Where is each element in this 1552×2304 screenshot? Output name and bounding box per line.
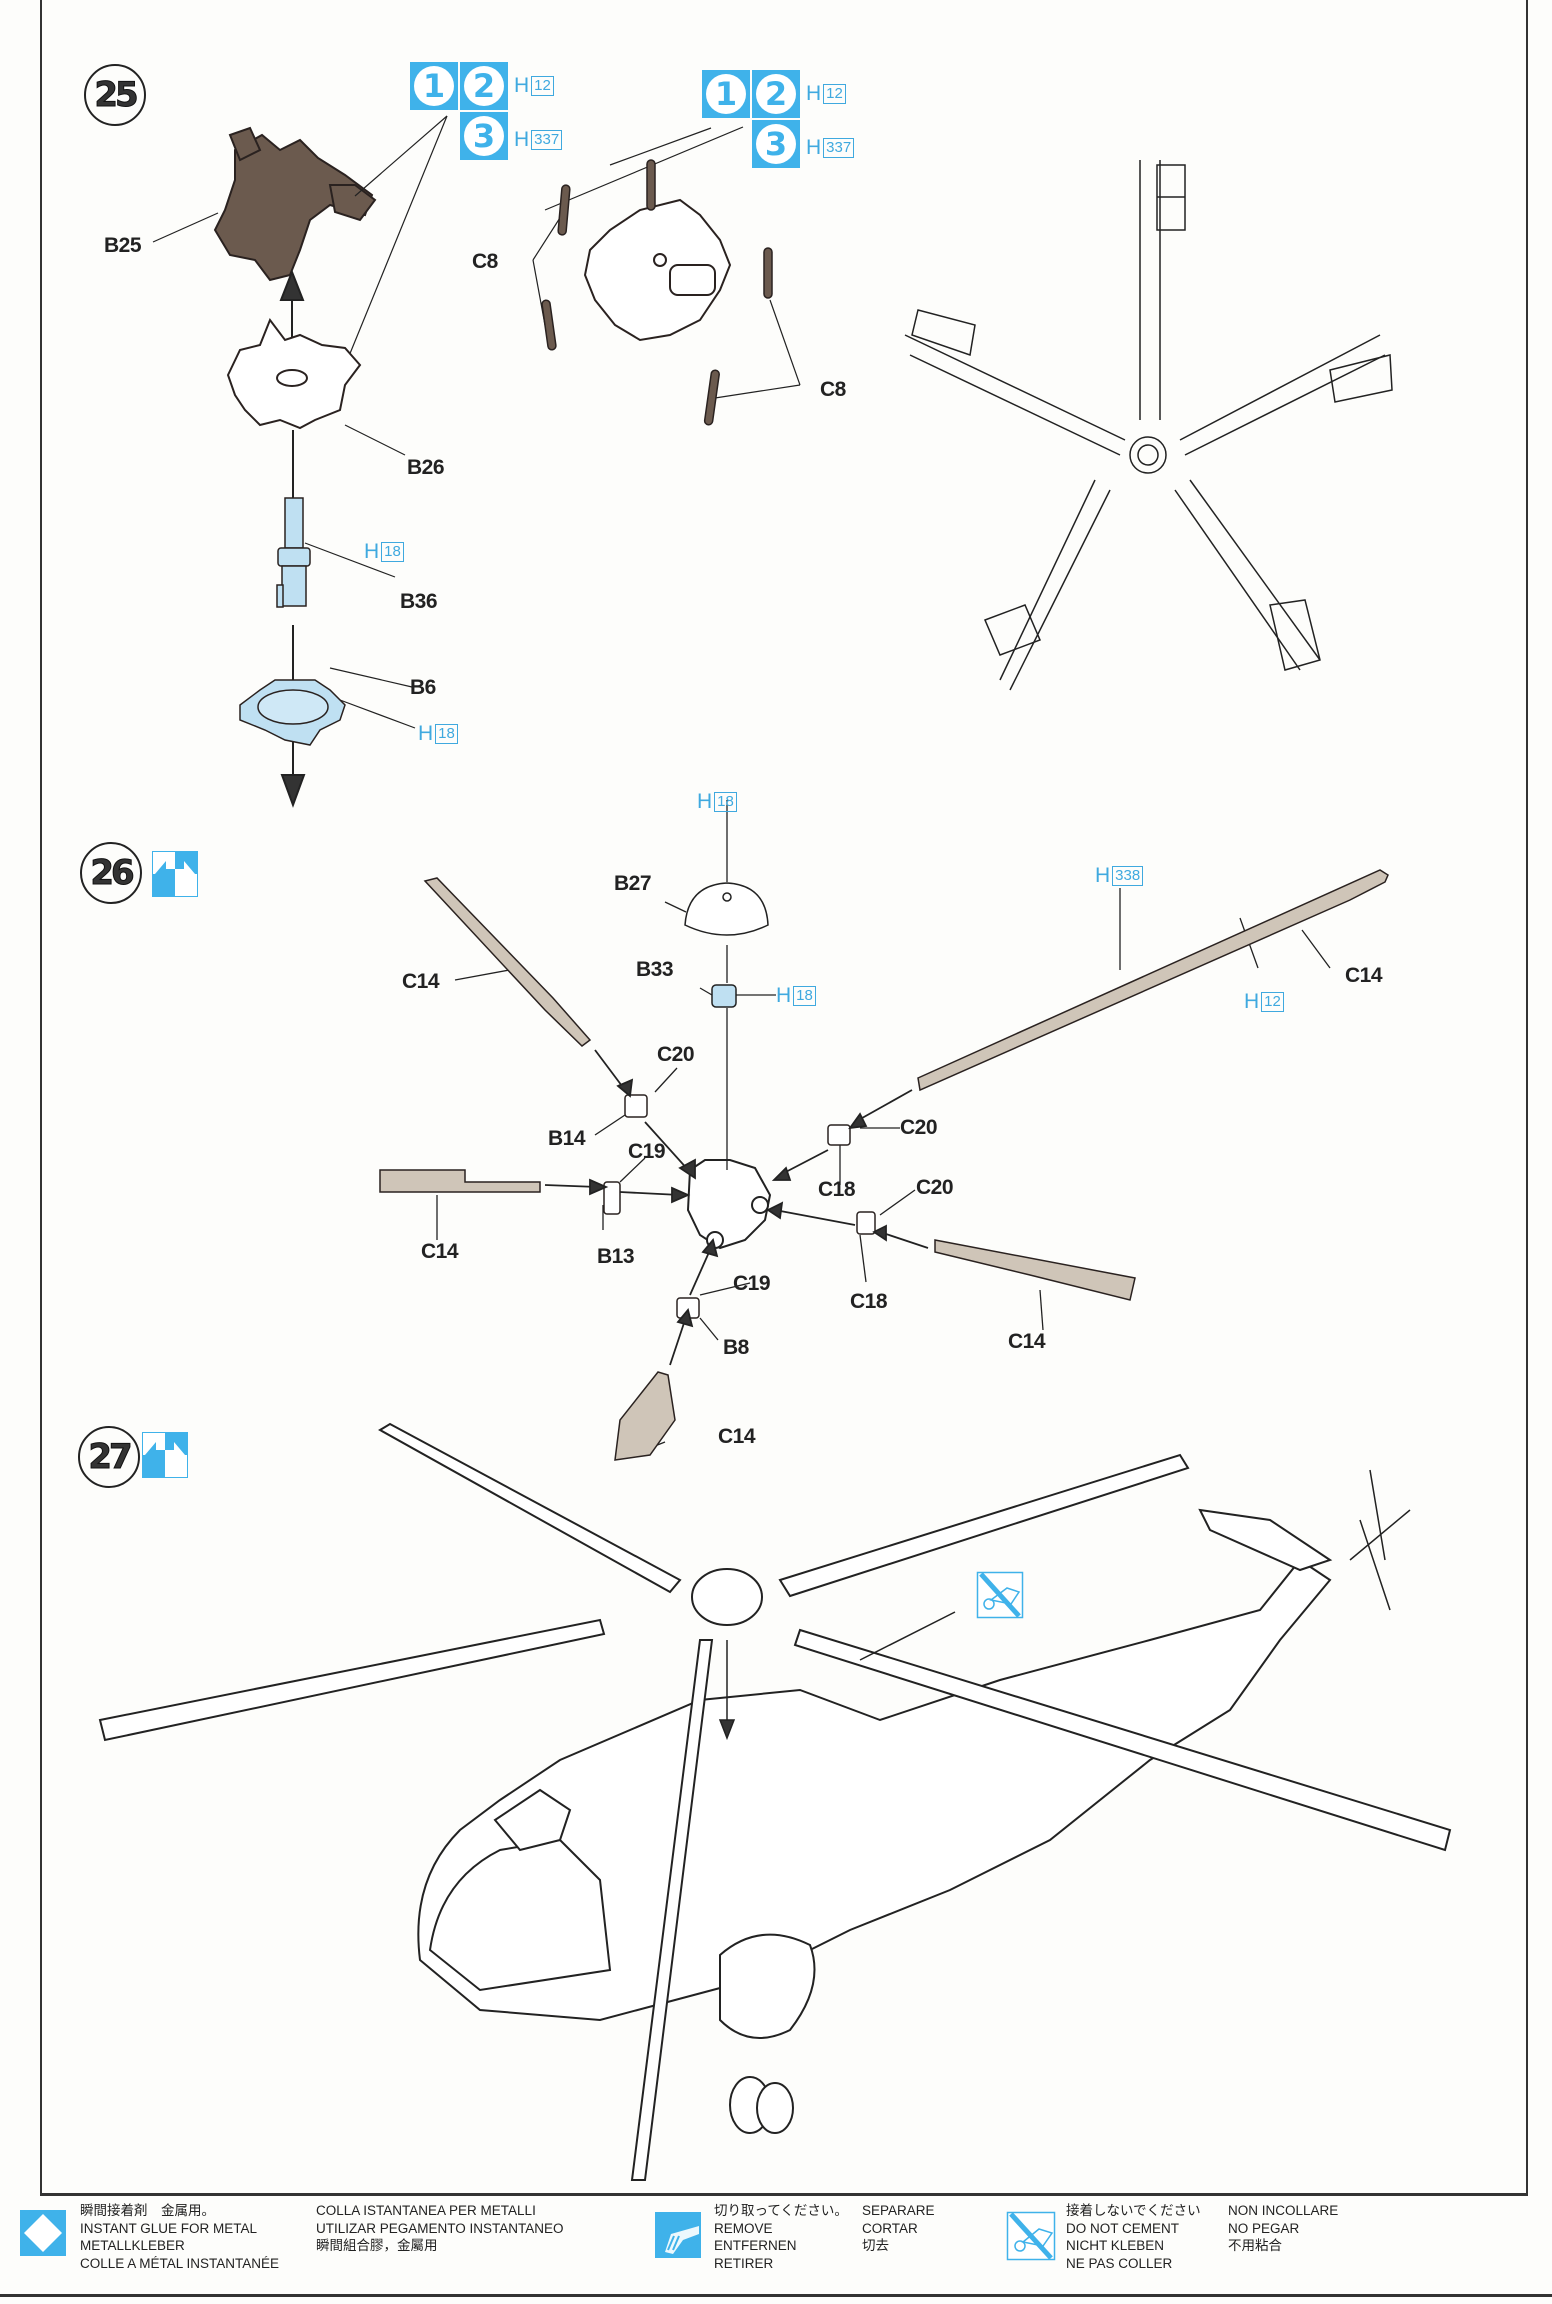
part-label-b6: B6	[410, 676, 436, 699]
part-label-b33: B33	[636, 958, 674, 981]
step-number-27: 27	[78, 1426, 140, 1488]
part-c8-assembly-drawing	[583, 198, 732, 342]
legend-remove-text: 切り取ってください。 REMOVE ENTFERNEN RETIRER	[714, 2203, 848, 2271]
both-sides-icon	[142, 1432, 188, 1478]
part-label-c8: C8	[472, 250, 498, 273]
fuselage-drawing	[417, 1558, 1332, 2022]
step-26-diagram	[379, 800, 1389, 1461]
step-number-26: 26	[80, 842, 142, 904]
step-number-25: 25	[84, 64, 146, 126]
color-chip-3: 3	[752, 120, 800, 168]
color-chip-3: 3	[460, 112, 508, 160]
part-label-b27: B27	[614, 872, 652, 895]
part-label-c20: C20	[657, 1043, 695, 1066]
legend-remove-text-2: SEPARARE CORTAR 切去	[862, 2203, 935, 2253]
rotor-hub-drawing	[686, 1159, 772, 1250]
color-guide-right: 1 2 3	[702, 70, 800, 168]
color-chip-1: 1	[410, 62, 458, 110]
part-label-b13: B13	[597, 1245, 635, 1268]
do-not-cement-icon	[976, 1571, 1024, 1619]
part-label-c19: C19	[733, 1272, 771, 1295]
legend-no-cement-text-2: NON INCOLLARE NO PEGAR 不用粘合	[1228, 2203, 1339, 2253]
rotor-head-top-view	[904, 160, 1393, 691]
both-sides-icon	[152, 851, 198, 897]
part-label-c19: C19	[628, 1140, 666, 1163]
part-b27-drawing	[684, 882, 769, 936]
part-b36-drawing	[276, 497, 311, 608]
main-rotor-blades	[98, 1422, 1452, 2181]
symbol-legend: 瞬間接着剤 金属用。 INSTANT GLUE FOR METAL METALL…	[0, 2203, 1552, 2297]
part-label-b26: B26	[407, 456, 445, 479]
part-label-c14: C14	[1345, 964, 1383, 987]
part-label-b8: B8	[723, 1336, 749, 1359]
part-label-c18: C18	[818, 1178, 856, 1201]
step-25-diagram	[152, 115, 1393, 808]
page-frame	[40, 0, 1528, 2196]
part-label-c18: C18	[850, 1290, 888, 1313]
part-label-b14: B14	[548, 1127, 586, 1150]
part-label-c8: C8	[820, 378, 846, 401]
part-label-c20: C20	[900, 1116, 938, 1139]
part-b25-drawing	[213, 126, 377, 282]
part-label-b25: B25	[104, 234, 142, 257]
color-chip-2: 2	[752, 70, 800, 118]
step-27-helicopter-diagram	[98, 1422, 1452, 2181]
part-b26-drawing	[226, 317, 362, 430]
legend-no-cement-text: 接着しないでください DO NOT CEMENT NICHT KLEBEN NE…	[1066, 2203, 1201, 2271]
color-guide-left: 1 2 3	[410, 62, 508, 160]
legend-glue-text: 瞬間接着剤 金属用。 INSTANT GLUE FOR METAL METALL…	[80, 2203, 280, 2271]
do-not-cement-icon	[1006, 2211, 1056, 2261]
part-b6-drawing	[239, 679, 346, 746]
part-label-c14: C14	[718, 1425, 756, 1448]
instant-glue-icon	[20, 2210, 66, 2256]
part-label-c14: C14	[1008, 1330, 1046, 1353]
part-label-c14: C14	[421, 1240, 459, 1263]
part-b33-drawing	[711, 984, 737, 1008]
rotor-blade-drawing	[379, 869, 1389, 1461]
remove-icon	[655, 2212, 701, 2258]
color-chip-2: 2	[460, 62, 508, 110]
part-label-c14: C14	[402, 970, 440, 993]
color-chip-1: 1	[702, 70, 750, 118]
legend-glue-text-2: COLLA ISTANTANEA PER METALLI UTILIZAR PE…	[316, 2203, 564, 2253]
part-label-c20: C20	[916, 1176, 954, 1199]
part-label-b36: B36	[400, 590, 438, 613]
